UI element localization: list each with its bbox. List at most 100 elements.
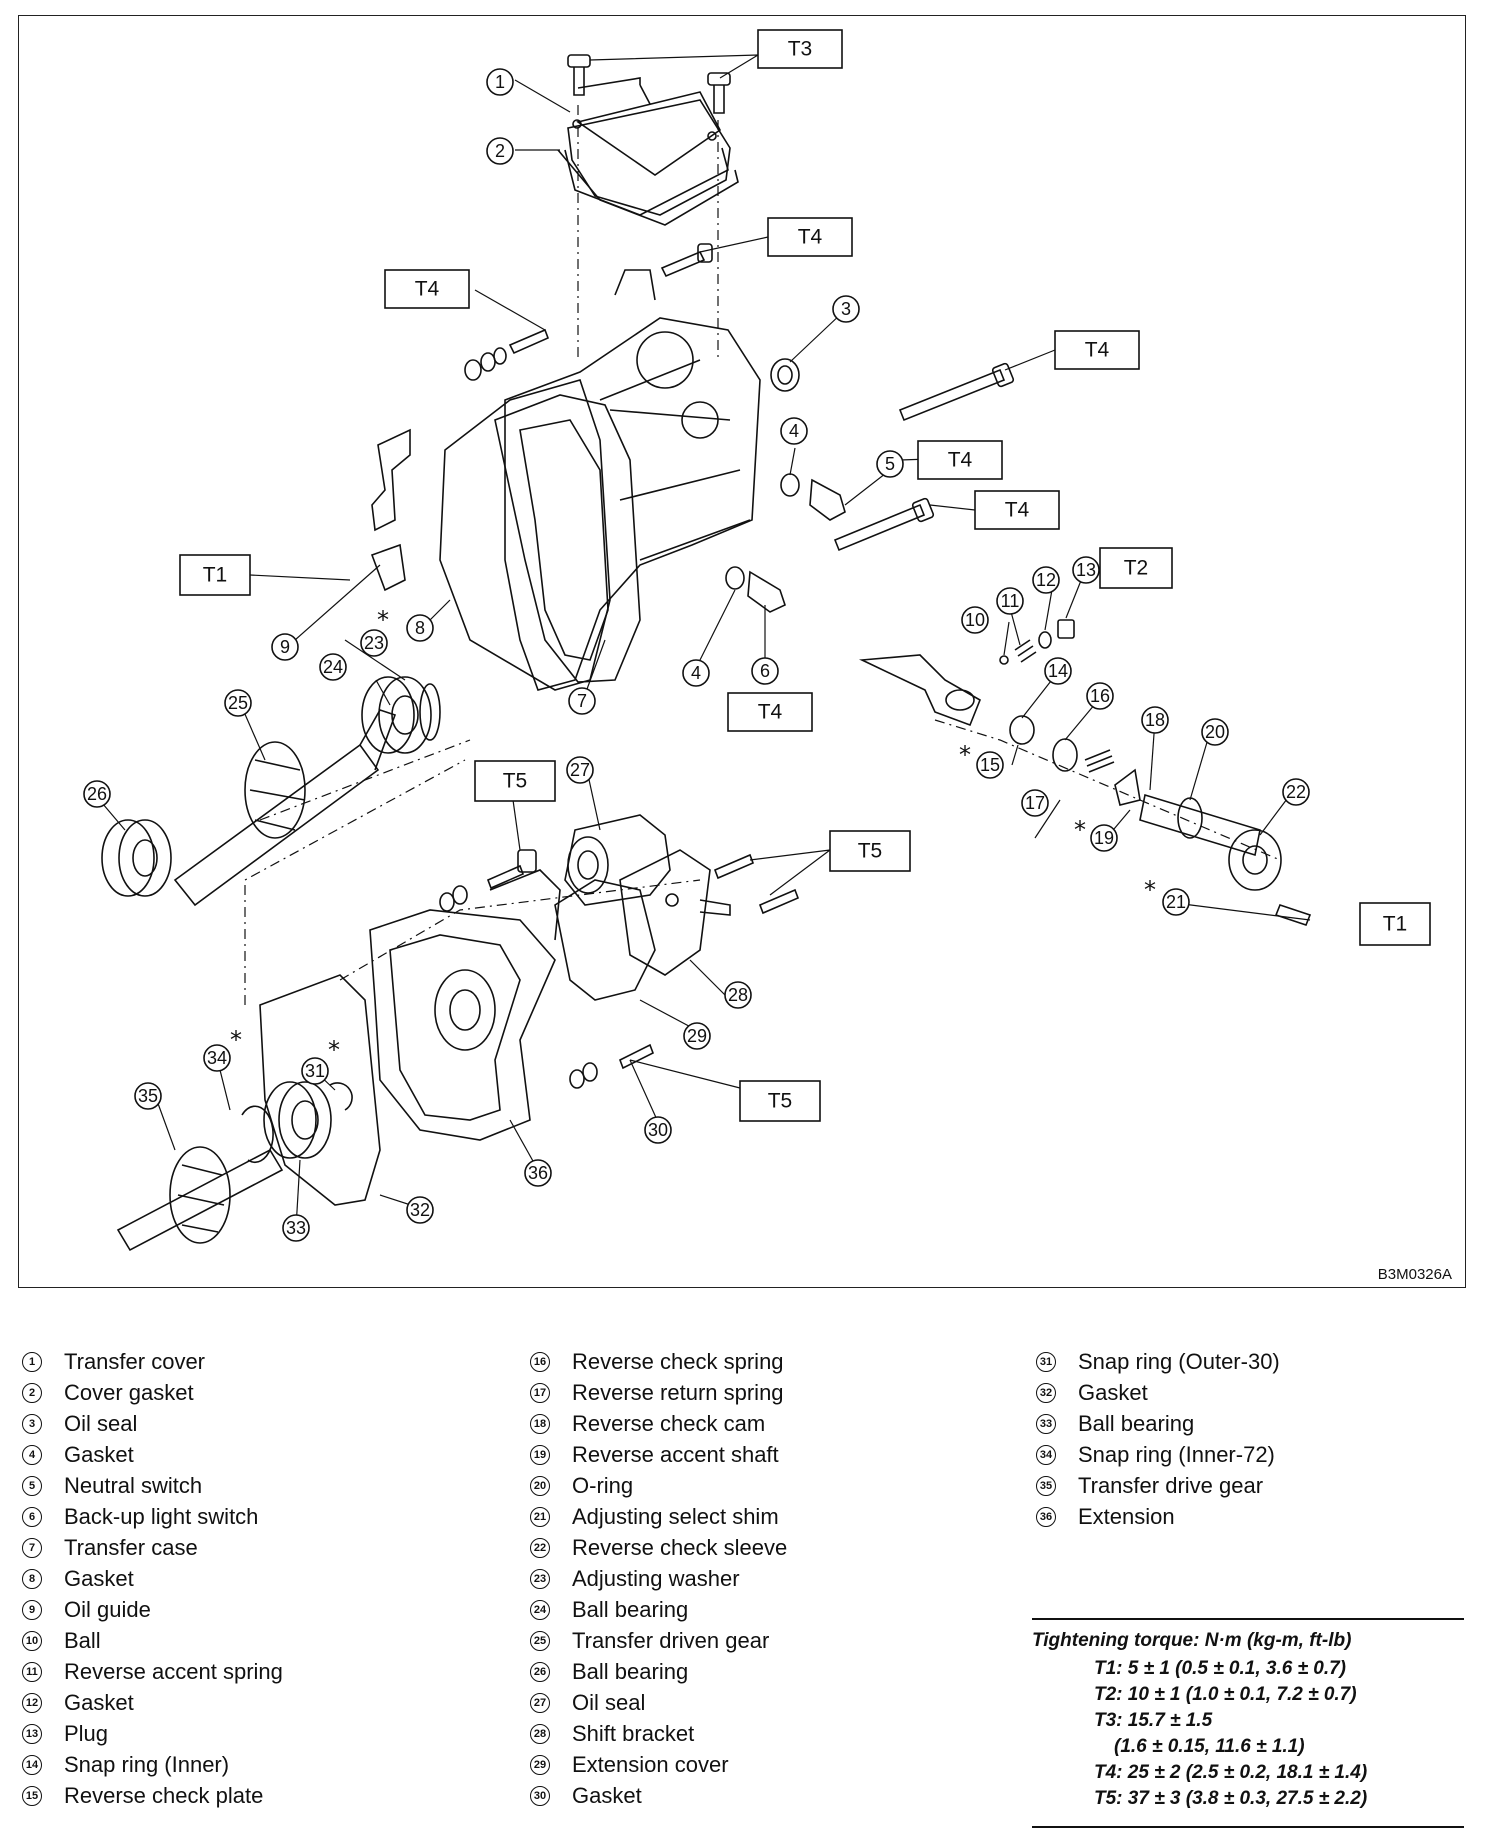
legend-label: Extension	[1078, 1503, 1175, 1529]
legend-number: 12	[22, 1692, 42, 1713]
washers-upper-left	[464, 328, 550, 381]
cover-gasket	[564, 147, 729, 216]
legend-number: 36	[1036, 1506, 1056, 1527]
svg-text:T4: T4	[798, 226, 823, 249]
svg-text:22: 22	[1286, 782, 1306, 802]
callout-22: 22	[1282, 778, 1310, 806]
legend-label: O-ring	[572, 1472, 634, 1498]
torque-box-t3-top: T3	[757, 29, 843, 69]
callout-8: 8	[406, 614, 434, 642]
callout-35: 35	[134, 1082, 162, 1110]
callout-20: 20	[1201, 718, 1229, 746]
callout-23: 23	[360, 629, 388, 657]
ball-bearing-26	[101, 819, 172, 897]
legend-label: Reverse check sleeve	[572, 1534, 788, 1560]
legend-label: Oil guide	[64, 1596, 151, 1622]
legend-label: Transfer drive gear	[1078, 1472, 1264, 1498]
legend-label: Reverse check cam	[572, 1410, 766, 1436]
svg-text:4: 4	[789, 421, 799, 441]
legend-number: 4	[22, 1444, 42, 1465]
svg-text:36: 36	[528, 1163, 548, 1183]
torque-spec-t5: T5: 37 ± 3 (3.8 ± 0.3, 27.5 ± 2.2)	[1094, 1788, 1368, 1809]
callout-11: 11	[996, 587, 1024, 615]
svg-text:31: 31	[305, 1061, 325, 1081]
legend-label: Ball bearing	[572, 1658, 689, 1684]
callout-24: 24	[319, 653, 347, 681]
svg-text:19: 19	[1094, 828, 1114, 848]
callout-18: 18	[1141, 706, 1169, 734]
star-mark-21: *	[1144, 876, 1156, 904]
svg-text:3: 3	[841, 299, 851, 319]
callout-14: 14	[1044, 657, 1072, 685]
svg-text:20: 20	[1205, 722, 1225, 742]
legend-number: 10	[22, 1630, 42, 1651]
legend-label: Extension cover	[572, 1751, 729, 1777]
legend-number: 35	[1036, 1475, 1056, 1496]
callout-1: 1	[486, 68, 514, 96]
svg-text:28: 28	[728, 985, 748, 1005]
svg-text:23: 23	[364, 633, 384, 653]
svg-text:35: 35	[138, 1086, 158, 1106]
legend-number: 24	[530, 1599, 550, 1620]
callout-4b: 4	[682, 659, 710, 687]
legend-number: 18	[530, 1413, 550, 1434]
tightening-torque-spec: Tightening torque: N·m (kg-m, ft-lb) T1:…	[1032, 1618, 1464, 1828]
legend-label: Reverse accent shaft	[572, 1441, 779, 1467]
callout-6: 6	[751, 657, 779, 685]
legend-label: Reverse return spring	[572, 1379, 784, 1405]
torque-spec-t3: T3: 15.7 ± 1.5	[1094, 1710, 1213, 1731]
transfer-cover	[557, 77, 739, 226]
svg-text:5: 5	[885, 454, 895, 474]
reverse-check-small-parts	[999, 619, 1141, 806]
legend-label: Gasket	[64, 1441, 134, 1467]
snap-ring-31	[329, 1082, 353, 1111]
callout-12: 12	[1032, 566, 1060, 594]
legend-number: 30	[530, 1785, 550, 1806]
svg-text:T1: T1	[203, 564, 228, 587]
callout-27: 27	[566, 756, 594, 784]
legend-item: 4 Gasket	[22, 1439, 283, 1470]
legend-item: 10 Ball	[22, 1625, 283, 1656]
svg-text:6: 6	[760, 661, 770, 681]
callout-32: 32	[406, 1196, 434, 1224]
ball-bearing-33	[263, 1081, 332, 1159]
callout-19: 19	[1090, 824, 1118, 852]
torque-box-t4-d: T4	[917, 440, 1003, 480]
legend-number: 6	[22, 1506, 42, 1527]
torque-box-t2: T2	[1099, 547, 1173, 589]
svg-text:2: 2	[495, 141, 505, 161]
t3-bolts	[567, 54, 731, 114]
legend-label: Ball	[64, 1627, 101, 1653]
svg-text:T5: T5	[858, 840, 883, 863]
svg-text:27: 27	[570, 760, 590, 780]
legend-label: Gasket	[64, 1689, 134, 1715]
callout-15: 15	[976, 751, 1004, 779]
svg-text:13: 13	[1076, 560, 1096, 580]
legend-label: Reverse check plate	[64, 1782, 264, 1808]
legend-number: 34	[1036, 1444, 1056, 1465]
legend-number: 19	[530, 1444, 550, 1465]
legend-number: 23	[530, 1568, 550, 1589]
legend-number: 26	[530, 1661, 550, 1682]
svg-text:11: 11	[1001, 591, 1020, 611]
torque-spec-t3-values: (1.6 ± 0.15, 11.6 ± 1.1)	[1114, 1736, 1305, 1757]
torque-box-t5-b: T5	[829, 830, 911, 872]
oil-seal-27	[564, 814, 671, 906]
torque-box-t4-a: T4	[767, 217, 853, 257]
legend-number: 25	[530, 1630, 550, 1651]
reverse-check-housing	[858, 654, 982, 727]
callout-26: 26	[83, 780, 111, 808]
neutral-switch	[780, 473, 846, 521]
